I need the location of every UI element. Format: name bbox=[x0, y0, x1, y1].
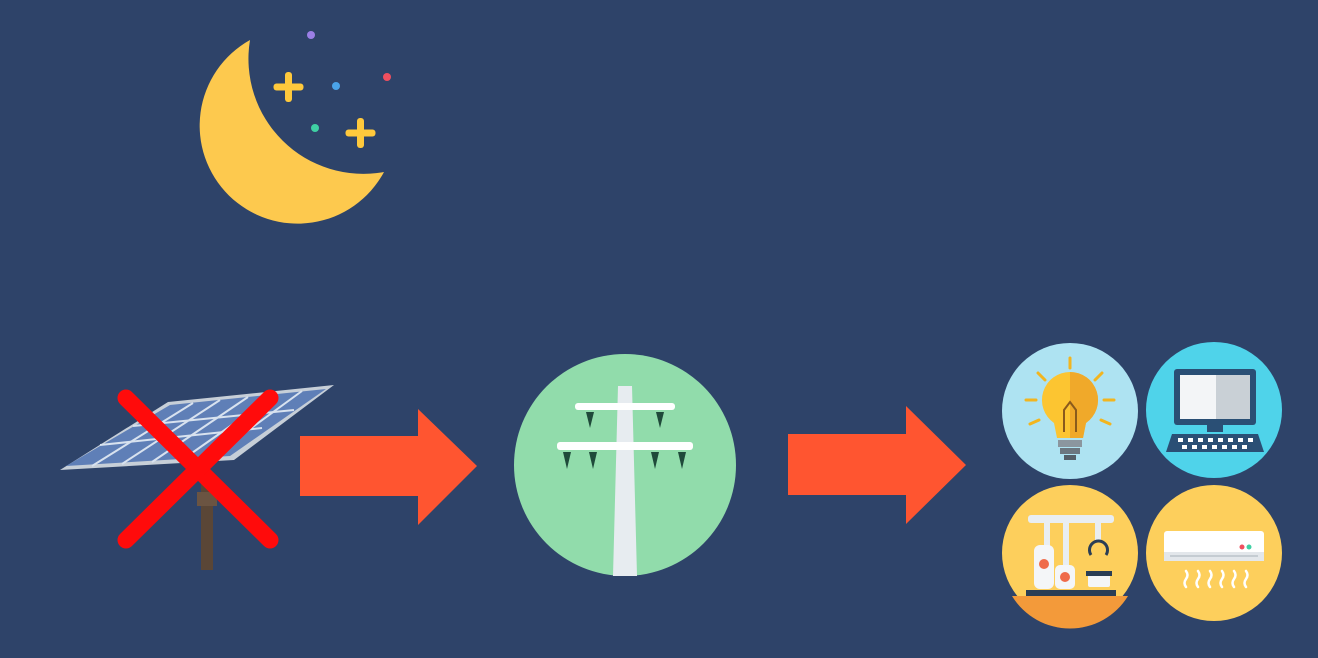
air-conditioner-icon bbox=[1146, 485, 1282, 621]
dot-blue bbox=[332, 82, 340, 90]
moon-with-stars-icon bbox=[184, 31, 391, 234]
right-arrow-icon bbox=[788, 406, 966, 524]
star-icon bbox=[273, 72, 304, 102]
dot-green bbox=[311, 124, 319, 132]
dot-red bbox=[383, 73, 391, 81]
star-icon bbox=[345, 118, 376, 148]
right-arrow-icon bbox=[300, 409, 477, 525]
factory-robot-arm-icon bbox=[1002, 485, 1138, 629]
dot-purple bbox=[307, 31, 315, 39]
moon-crescent bbox=[199, 40, 384, 224]
power-line-pole-icon bbox=[514, 354, 736, 576]
pole bbox=[613, 386, 637, 576]
light-bulb-icon bbox=[1002, 343, 1138, 479]
red-cross-icon bbox=[117, 389, 279, 549]
desktop-computer-icon bbox=[1146, 342, 1282, 478]
